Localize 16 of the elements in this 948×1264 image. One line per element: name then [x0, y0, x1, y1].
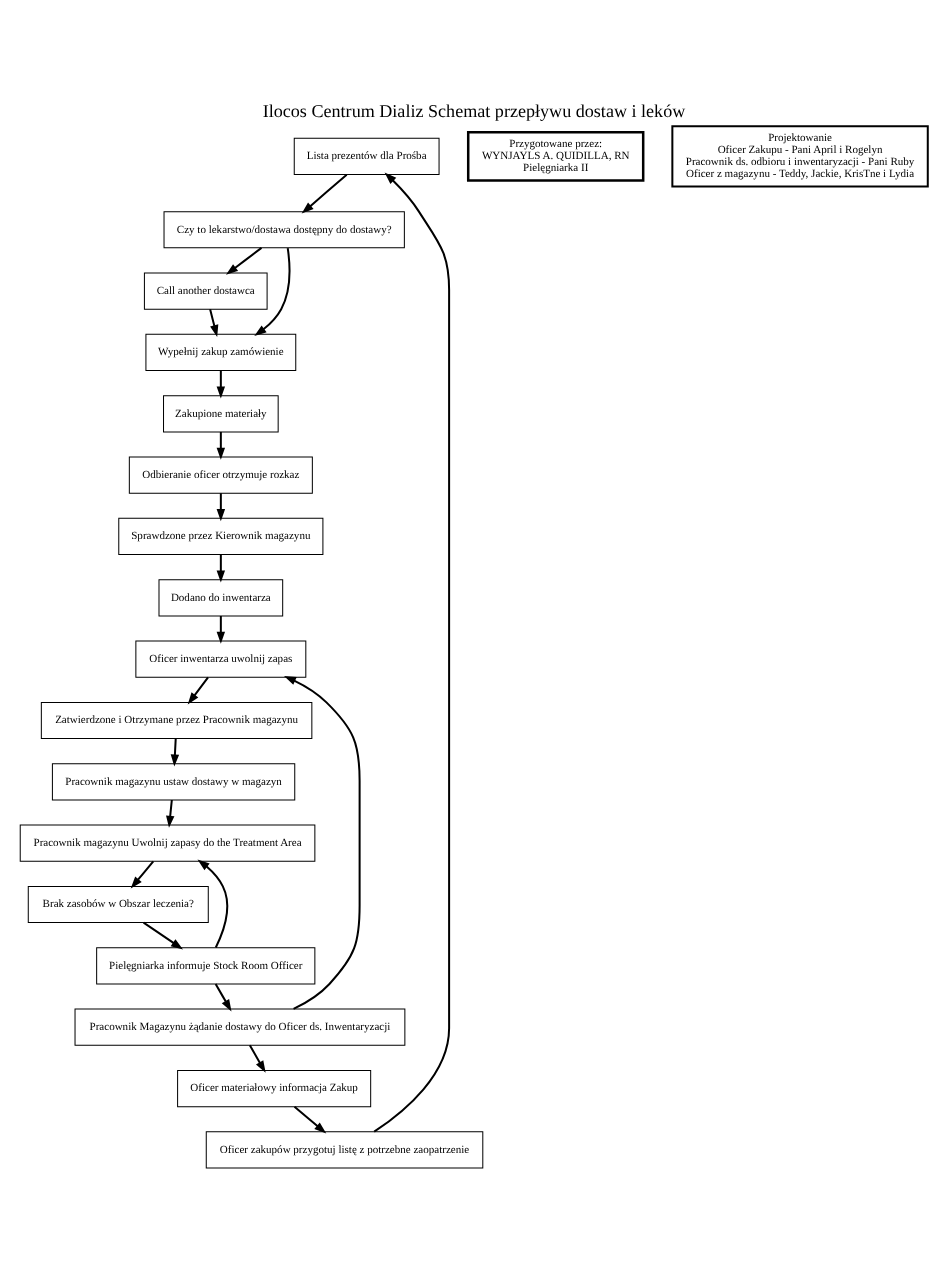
arrow	[254, 247, 291, 335]
arrow	[248, 1043, 266, 1072]
arrow	[130, 859, 155, 888]
arrow	[216, 492, 226, 521]
arrow	[166, 798, 175, 827]
diagram-title: Ilocos Centrum Dializ Schemat przepływu dostaw i leków	[262, 99, 686, 120]
arrow	[214, 982, 232, 1011]
arrow	[187, 675, 209, 704]
arrow	[197, 858, 229, 947]
arrow	[216, 430, 226, 459]
arrow	[301, 172, 348, 213]
arrow	[225, 246, 263, 274]
arrow	[216, 615, 226, 643]
arrow	[143, 920, 184, 949]
arrow	[209, 308, 219, 337]
arrow	[293, 1104, 327, 1133]
